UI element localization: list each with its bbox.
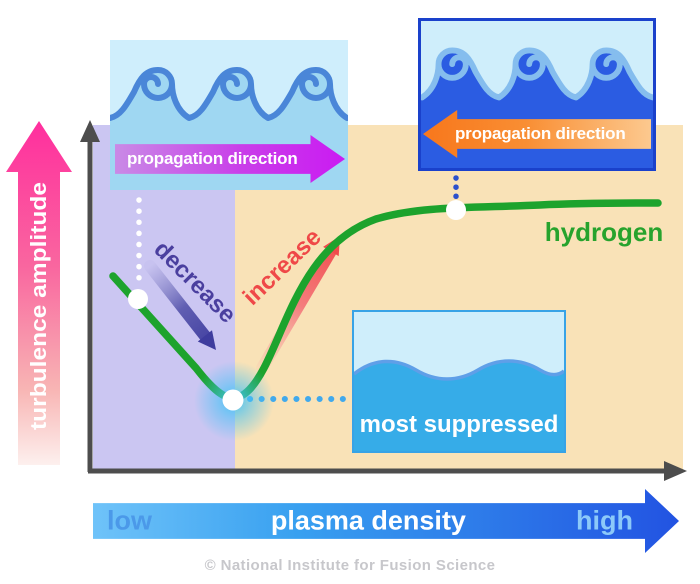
density-low-label: low [107,505,152,536]
most-suppressed-panel: most suppressed [352,310,566,453]
wave-panel-low-density: propagation direction [110,40,348,190]
breaking-waves-icon [421,21,653,101]
curve-marker-left [128,289,148,309]
curve-marker-min [222,389,244,411]
turbulence-amplitude-arrow [6,121,72,465]
calm-water-icon [354,359,564,451]
copyright-text: © National Institute for Fusion Science [204,557,496,574]
density-high-label: high [576,505,633,536]
most-suppressed-label: most suppressed [359,411,559,438]
curve-marker-right [446,200,466,220]
propagation-arrow-left-label: propagation direction [455,124,626,143]
x-axis-label: plasma density [270,505,466,536]
propagation-arrow-right-label: propagation direction [127,149,298,168]
curve-label: hydrogen [545,217,663,247]
decrease-arrow [144,260,211,342]
decrease-arrowhead [197,330,216,350]
wave-panel-high-density: propagation direction [418,18,656,171]
y-axis-arrowhead [80,120,100,142]
x-axis-arrowhead [664,461,687,481]
y-axis-label: turbulence amplitude [26,182,51,430]
